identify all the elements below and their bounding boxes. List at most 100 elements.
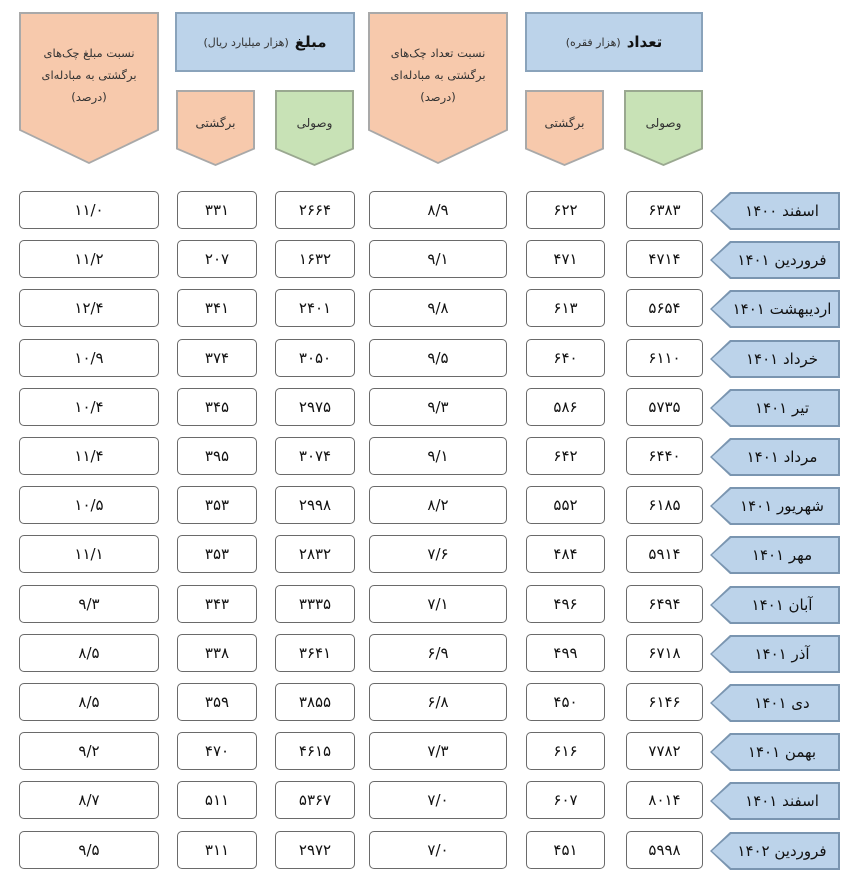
amount-received-cell: ۱۶۳۲ bbox=[275, 240, 355, 278]
month-label: مرداد ۱۴۰۱ bbox=[712, 440, 838, 474]
month-label: آذر ۱۴۰۱ bbox=[712, 637, 838, 671]
amount-returned-cell: ۳۴۳ bbox=[177, 585, 257, 623]
count-returned-cell: ۶۰۷ bbox=[526, 781, 605, 819]
amount-ratio-cell: ۱۱/۴ bbox=[19, 437, 159, 475]
count-ratio-line-3: (درصد) bbox=[420, 90, 456, 104]
amount-received-cell: ۲۶۶۴ bbox=[275, 191, 355, 229]
amount-received-cell: ۲۸۳۲ bbox=[275, 535, 355, 573]
amount-received-cell: ۲۴۰۱ bbox=[275, 289, 355, 327]
amount-header-title: مبلغ bbox=[294, 33, 327, 51]
month-label-box: مهر ۱۴۰۱ bbox=[710, 536, 840, 574]
month-label: بهمن ۱۴۰۱ bbox=[712, 735, 838, 769]
amount-returned-cell: ۳۱۱ bbox=[177, 831, 257, 869]
amount-ratio-cell: ۱۰/۵ bbox=[19, 486, 159, 524]
count-received-cell: ۵۹۱۴ bbox=[626, 535, 703, 573]
amount-header-unit: (هزار میلیارد ریال) bbox=[203, 35, 289, 49]
count-returned-cell: ۶۲۲ bbox=[526, 191, 605, 229]
count-ratio-cell: ۷/۰ bbox=[369, 831, 507, 869]
amount-received-label: وصولی bbox=[296, 116, 333, 130]
amount-ratio-line-1: نسبت مبلغ چک‌های bbox=[43, 46, 135, 60]
month-label-box: اردیبهشت ۱۴۰۱ bbox=[710, 290, 840, 328]
count-returned-header: برگشتی bbox=[525, 90, 604, 166]
amount-received-cell: ۳۰۵۰ bbox=[275, 339, 355, 377]
amount-returned-label: برگشتی bbox=[195, 116, 236, 130]
month-label: تیر ۱۴۰۱ bbox=[712, 391, 838, 425]
count-returned-cell: ۶۴۰ bbox=[526, 339, 605, 377]
count-ratio-cell: ۷/۰ bbox=[369, 781, 507, 819]
month-label: دی ۱۴۰۱ bbox=[712, 686, 838, 720]
count-returned-cell: ۵۸۶ bbox=[526, 388, 605, 426]
month-label-box: فروردین ۱۴۰۱ bbox=[710, 241, 840, 279]
count-returned-cell: ۶۱۶ bbox=[526, 732, 605, 770]
month-label: اسفند ۱۴۰۰ bbox=[712, 194, 838, 228]
amount-returned-cell: ۳۷۴ bbox=[177, 339, 257, 377]
month-label: اسفند ۱۴۰۱ bbox=[712, 784, 838, 818]
count-returned-cell: ۴۵۰ bbox=[526, 683, 605, 721]
count-ratio-cell: ۹/۸ bbox=[369, 289, 507, 327]
month-label: اردیبهشت ۱۴۰۱ bbox=[712, 292, 838, 326]
count-returned-cell: ۴۹۹ bbox=[526, 634, 605, 672]
count-header: تعداد (هزار فقره) bbox=[525, 12, 703, 72]
amount-received-cell: ۲۹۷۵ bbox=[275, 388, 355, 426]
amount-ratio-cell: ۱۰/۹ bbox=[19, 339, 159, 377]
amount-ratio-cell: ۸/۷ bbox=[19, 781, 159, 819]
count-ratio-cell: ۹/۳ bbox=[369, 388, 507, 426]
amount-ratio-cell: ۱۰/۴ bbox=[19, 388, 159, 426]
amount-received-cell: ۲۹۷۲ bbox=[275, 831, 355, 869]
amount-received-cell: ۲۹۹۸ bbox=[275, 486, 355, 524]
count-received-cell: ۶۷۱۸ bbox=[626, 634, 703, 672]
amount-ratio-cell: ۱۱/۲ bbox=[19, 240, 159, 278]
count-received-cell: ۷۷۸۲ bbox=[626, 732, 703, 770]
count-received-cell: ۶۱۸۵ bbox=[626, 486, 703, 524]
amount-ratio-line-2: برگشتی به مبادله‌ای bbox=[41, 68, 137, 82]
amount-received-cell: ۳۳۳۵ bbox=[275, 585, 355, 623]
count-received-cell: ۶۳۸۳ bbox=[626, 191, 703, 229]
count-ratio-cell: ۹/۵ bbox=[369, 339, 507, 377]
amount-header: مبلغ (هزار میلیارد ریال) bbox=[175, 12, 355, 72]
count-returned-cell: ۴۵۱ bbox=[526, 831, 605, 869]
amount-returned-cell: ۳۴۱ bbox=[177, 289, 257, 327]
count-returned-cell: ۶۴۲ bbox=[526, 437, 605, 475]
amount-returned-header: برگشتی bbox=[176, 90, 255, 166]
count-received-cell: ۵۶۵۴ bbox=[626, 289, 703, 327]
amount-ratio-cell: ۱۲/۴ bbox=[19, 289, 159, 327]
month-label-box: آذر ۱۴۰۱ bbox=[710, 635, 840, 673]
month-label: آبان ۱۴۰۱ bbox=[712, 588, 838, 622]
count-ratio-cell: ۷/۶ bbox=[369, 535, 507, 573]
amount-received-cell: ۳۸۵۵ bbox=[275, 683, 355, 721]
count-ratio-cell: ۸/۹ bbox=[369, 191, 507, 229]
amount-received-cell: ۳۰۷۴ bbox=[275, 437, 355, 475]
count-header-title: تعداد bbox=[626, 33, 663, 51]
amount-returned-cell: ۳۴۵ bbox=[177, 388, 257, 426]
month-label-box: تیر ۱۴۰۱ bbox=[710, 389, 840, 427]
amount-returned-cell: ۳۵۹ bbox=[177, 683, 257, 721]
count-ratio-cell: ۷/۱ bbox=[369, 585, 507, 623]
month-label-box: دی ۱۴۰۱ bbox=[710, 684, 840, 722]
amount-ratio-header: نسبت مبلغ چک‌های برگشتی به مبادله‌ای (در… bbox=[19, 12, 159, 164]
month-label-box: خرداد ۱۴۰۱ bbox=[710, 340, 840, 378]
amount-returned-cell: ۳۳۱ bbox=[177, 191, 257, 229]
count-ratio-cell: ۸/۲ bbox=[369, 486, 507, 524]
amount-ratio-line-3: (درصد) bbox=[71, 90, 107, 104]
count-ratio-cell: ۶/۹ bbox=[369, 634, 507, 672]
count-header-unit: (هزار فقره) bbox=[565, 35, 621, 49]
count-received-cell: ۶۱۴۶ bbox=[626, 683, 703, 721]
count-returned-cell: ۴۸۴ bbox=[526, 535, 605, 573]
count-received-cell: ۸۰۱۴ bbox=[626, 781, 703, 819]
amount-returned-cell: ۳۵۳ bbox=[177, 486, 257, 524]
month-label-box: شهریور ۱۴۰۱ bbox=[710, 487, 840, 525]
amount-ratio-cell: ۹/۲ bbox=[19, 732, 159, 770]
count-received-label: وصولی bbox=[645, 116, 682, 130]
amount-received-cell: ۴۶۱۵ bbox=[275, 732, 355, 770]
count-ratio-line-1: نسبت تعداد چک‌های bbox=[390, 46, 486, 60]
amount-returned-cell: ۳۹۵ bbox=[177, 437, 257, 475]
count-received-header: وصولی bbox=[624, 90, 703, 166]
amount-ratio-cell: ۹/۵ bbox=[19, 831, 159, 869]
amount-ratio-cell: ۸/۵ bbox=[19, 683, 159, 721]
month-label: شهریور ۱۴۰۱ bbox=[712, 489, 838, 523]
count-received-cell: ۵۷۳۵ bbox=[626, 388, 703, 426]
month-label-box: بهمن ۱۴۰۱ bbox=[710, 733, 840, 771]
month-label-box: اسفند ۱۴۰۱ bbox=[710, 782, 840, 820]
count-ratio-header: نسبت تعداد چک‌های برگشتی به مبادله‌ای (د… bbox=[368, 12, 508, 164]
count-ratio-cell: ۹/۱ bbox=[369, 240, 507, 278]
